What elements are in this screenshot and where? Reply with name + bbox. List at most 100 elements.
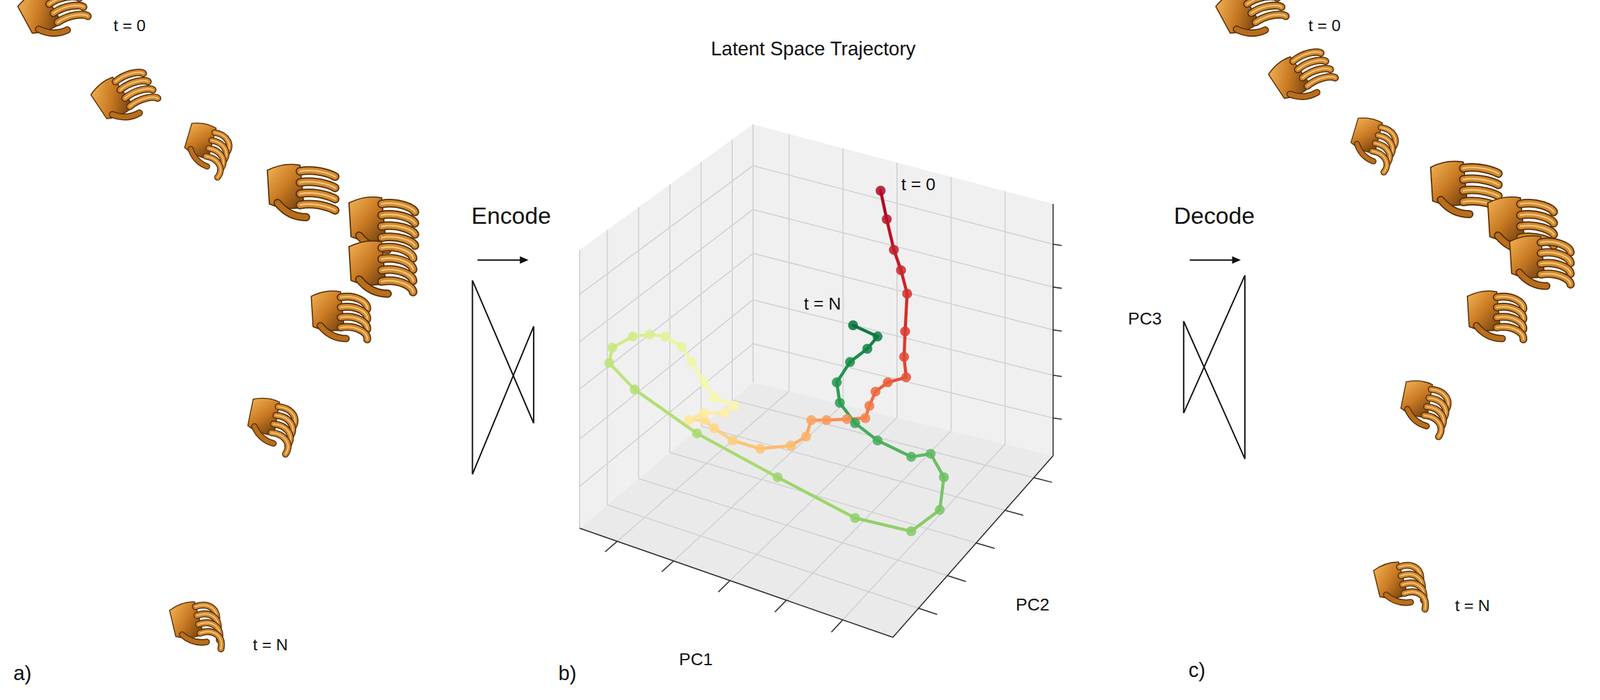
- trajectory-segment: [911, 510, 940, 532]
- trajectory-point: [934, 505, 945, 516]
- trajectory-point: [902, 288, 912, 299]
- axis-label: PC1: [679, 650, 713, 670]
- trajectory-point: [862, 344, 873, 354]
- tick: [976, 543, 995, 549]
- trajectory-segment: [634, 390, 697, 435]
- trajectory-point: [925, 449, 936, 460]
- thumb: [112, 102, 140, 126]
- trajectory-point: [872, 436, 883, 447]
- trajectory-point: [785, 441, 796, 452]
- input-hand: [348, 240, 414, 294]
- trajectory-point: [645, 329, 656, 340]
- finger-highlight: [299, 192, 335, 200]
- finger-outline: [1463, 178, 1498, 185]
- trajectory-point: [906, 526, 917, 537]
- finger: [299, 192, 335, 200]
- finger-highlight: [1306, 71, 1335, 93]
- grid-line: [669, 452, 977, 544]
- grid-line: [673, 404, 843, 562]
- time-label: t = 0: [113, 16, 146, 35]
- tick: [718, 581, 731, 593]
- thumb: [1519, 272, 1547, 287]
- finger: [1463, 178, 1498, 185]
- trajectory-point: [683, 415, 694, 426]
- pane-edge: [752, 124, 754, 383]
- input-hand: [88, 62, 160, 130]
- decode-label: Decode: [1173, 203, 1255, 230]
- trajectory-segment: [905, 293, 907, 332]
- axis-label: PC2: [1015, 595, 1050, 615]
- thumb-outline: [182, 631, 207, 647]
- finger: [1463, 189, 1498, 196]
- trajectory-point: [898, 352, 909, 363]
- input-hand: [267, 164, 336, 218]
- decode-arrow: [1190, 259, 1237, 261]
- axis-label: PC3: [1127, 309, 1162, 330]
- trajectory-point: [847, 320, 858, 331]
- thumb: [1386, 591, 1411, 607]
- finger: [57, 9, 88, 30]
- trajectory-point: [729, 401, 740, 412]
- decoder-symbol: [1183, 321, 1185, 414]
- decode-arrow-head: [1232, 256, 1242, 264]
- panel-label: a): [13, 662, 32, 685]
- grid-line: [638, 479, 948, 577]
- finger: [1463, 167, 1498, 174]
- thumb-outline: [1353, 144, 1377, 162]
- thumb-outline: [1519, 272, 1547, 287]
- thumb-outline: [38, 18, 68, 42]
- trajectory-point: [860, 413, 871, 424]
- trajectory-point: [727, 436, 738, 447]
- thumb: [38, 18, 68, 42]
- trajectory-point: [629, 385, 640, 396]
- decoded-hand: [1372, 558, 1427, 618]
- tick: [1053, 375, 1062, 377]
- encoder-symbol: [472, 326, 534, 475]
- thumb-outline: [112, 102, 140, 126]
- finger-outline: [57, 9, 88, 30]
- thumb: [1440, 200, 1470, 215]
- grid-line: [786, 431, 952, 601]
- trajectory-point: [821, 415, 832, 426]
- finger-outline: [299, 192, 335, 200]
- time-label: t = N: [803, 294, 842, 314]
- finger-highlight: [1463, 189, 1498, 196]
- thumb: [277, 202, 307, 218]
- trajectory-point: [806, 415, 817, 426]
- finger-highlight: [1463, 178, 1498, 185]
- finger-highlight: [57, 9, 88, 30]
- finger-highlight: [299, 204, 335, 211]
- pc2-axis: [892, 455, 1054, 638]
- trajectory-point: [844, 357, 855, 368]
- grid-line: [579, 166, 754, 295]
- thumb: [358, 279, 388, 294]
- grid-line: [607, 505, 919, 609]
- grid-line: [753, 299, 1054, 376]
- thumb-outline: [1289, 82, 1317, 105]
- finger-outline: [129, 92, 158, 113]
- finger-highlight: [129, 92, 158, 113]
- trajectory-point: [938, 472, 949, 483]
- decoder-symbol: [1183, 321, 1245, 460]
- finger-outline: [1463, 167, 1498, 174]
- time-label: t = 0: [901, 175, 936, 195]
- tick: [661, 561, 674, 573]
- plot-title: Latent Space Trajectory: [711, 38, 916, 60]
- trajectory-segment: [877, 441, 912, 458]
- trajectory-point: [709, 423, 720, 434]
- tick: [947, 576, 967, 582]
- tick: [1053, 244, 1062, 246]
- trajectory-point: [882, 377, 893, 388]
- thumb-outline: [1440, 200, 1470, 215]
- decoded-hand: [1265, 42, 1337, 110]
- thumb-outline: [1476, 325, 1503, 340]
- grid-line: [753, 344, 1054, 419]
- grid-line: [732, 400, 1034, 478]
- trajectory-point: [772, 472, 783, 483]
- grid-line: [842, 444, 1006, 621]
- finger-outline: [1306, 71, 1335, 93]
- input-hand: [15, 0, 90, 45]
- tick: [1033, 477, 1052, 483]
- thumb-outline: [358, 279, 388, 294]
